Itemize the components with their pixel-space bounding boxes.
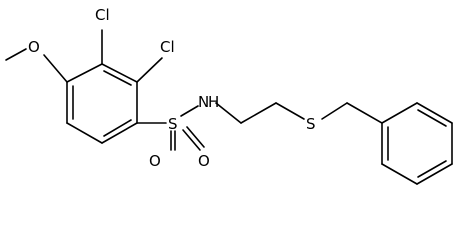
bond-methoxy-o-to-methyl — [5, 48, 27, 61]
atom-label-sulfonyl-sulfur: S — [168, 115, 178, 133]
ring-bond-4 — [66, 122, 103, 144]
phenyl-bond-1 — [381, 102, 418, 124]
bond-ring-to-methoxy-o — [43, 54, 68, 83]
ring-double-bond-2 — [103, 119, 132, 137]
ring-double-bond-1 — [103, 70, 132, 86]
atom-label-sulfonyl-oxygen-left: O — [149, 152, 161, 170]
atom-label-methoxy-oxygen: O — [28, 38, 40, 56]
bond-s-to-n — [180, 105, 199, 117]
bond-benzyl-ch2-to-phenyl — [346, 102, 383, 124]
atom-label-thioether-sulfur: S — [306, 115, 316, 133]
bond-s-o-right-2 — [186, 126, 205, 148]
bond-ch2-to-thioether-s — [275, 102, 305, 120]
atom-label-amide-hydrogen: H — [208, 93, 219, 111]
phenyl-bond-2 — [416, 102, 453, 124]
bond-s-o-right-1 — [182, 129, 201, 151]
phenyl-bond-5 — [381, 163, 418, 185]
bond-n-to-ch2 — [215, 102, 242, 124]
dichloromethoxy-benzene-ring — [66, 63, 138, 144]
ring-bond-1 — [101, 63, 138, 83]
bond-ring-to-cl-right — [136, 57, 163, 83]
bond-thioether-s-to-benzyl-ch2 — [321, 102, 348, 120]
atom-label-cl-right: Cl — [160, 38, 175, 56]
ring-bond-6 — [66, 63, 103, 83]
phenyl-ring — [381, 102, 453, 185]
chemical-structure-diagram: Cl Cl O N H S O O S — [5, 6, 453, 185]
phenyl-bond-4 — [416, 163, 453, 185]
ring-bond-3 — [101, 122, 138, 144]
phenyl-double-bond-1 — [417, 109, 447, 127]
atom-label-cl-top: Cl — [95, 6, 110, 24]
bond-ch2-to-ch2 — [240, 102, 277, 124]
atom-label-sulfonyl-oxygen-right: O — [198, 152, 210, 170]
atom-label-amide-nitrogen: N — [198, 93, 209, 111]
phenyl-double-bond-2 — [417, 160, 447, 178]
